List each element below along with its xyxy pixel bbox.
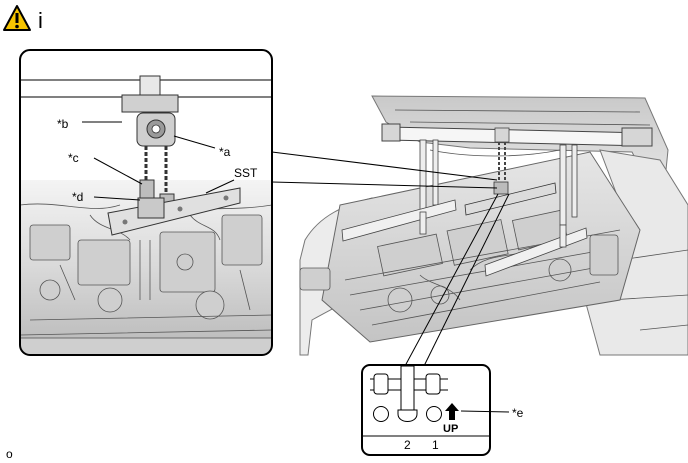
hoist-block [121, 94, 179, 113]
detail-view-frame [19, 49, 273, 356]
leader-sst [205, 179, 235, 194]
position-1-label: 1 [432, 438, 439, 452]
engine-background-details [20, 203, 272, 355]
detail-view-hoist: *b *a *c *d SST [19, 49, 273, 356]
up-arrow-icon [445, 403, 459, 420]
callout-b: *b [57, 117, 69, 131]
leader-c [93, 157, 143, 185]
warning-icon [3, 5, 31, 31]
callout-sst: SST [234, 166, 258, 180]
callout-d: *d [72, 190, 83, 204]
leader-e [460, 410, 510, 413]
engine-bay-overview [299, 95, 688, 356]
release-lever [397, 365, 418, 422]
up-label: UP [443, 423, 458, 435]
position-1-indicator [426, 406, 442, 422]
callout-c: *c [68, 151, 79, 165]
chain-block [136, 112, 176, 147]
callout-e: *e [512, 406, 524, 420]
callout-a: *a [219, 145, 231, 159]
detail-view-lever-frame [361, 364, 491, 456]
section-mark: i [38, 8, 43, 33]
leader-d [93, 196, 141, 201]
detail-connector-lines [271, 151, 510, 367]
position-2-indicator [373, 406, 389, 422]
position-2-label: 2 [404, 438, 411, 452]
hoist-post [139, 75, 161, 97]
leader-a [173, 135, 216, 149]
detail-view-lever: UP 2 1 *e [361, 364, 524, 456]
sst-on-engine [464, 142, 557, 216]
footer-mark: o [6, 447, 13, 461]
sst-bar [107, 187, 241, 236]
